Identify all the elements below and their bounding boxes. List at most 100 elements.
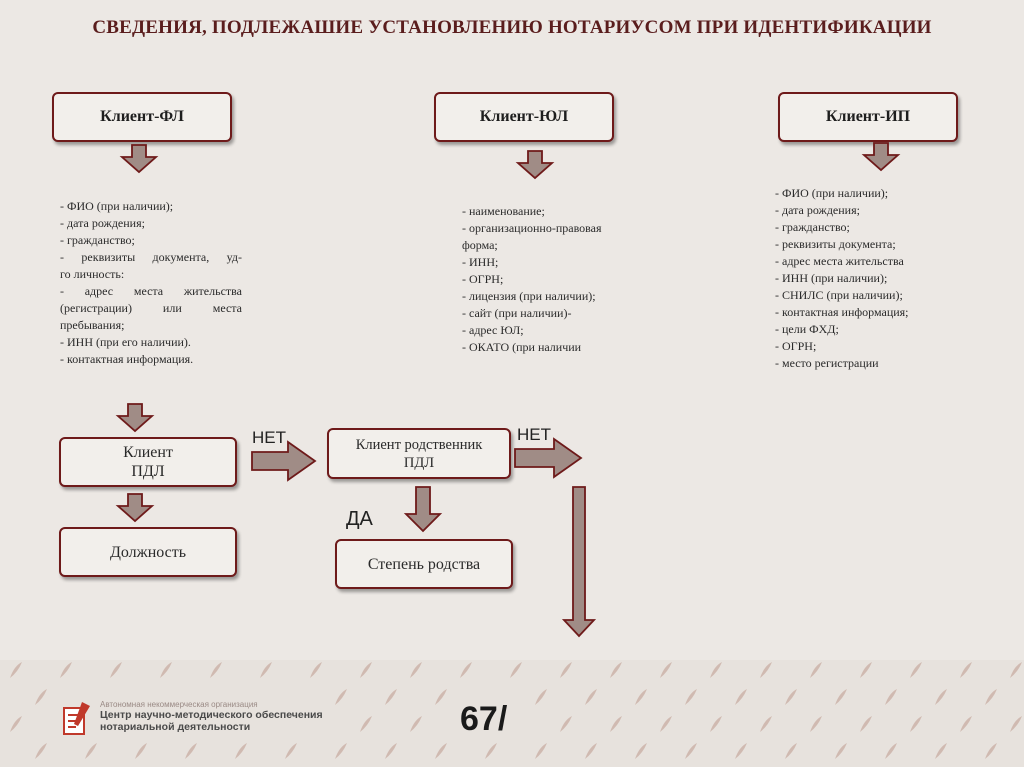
client-ip-label: Клиент-ИП: [825, 108, 911, 125]
feather-decor-icon: [535, 689, 547, 705]
position-box: Должность: [59, 527, 237, 577]
list-item: - наименование;: [462, 204, 545, 218]
relation-degree-box: Степень родства: [335, 539, 513, 589]
feather-decor-icon: [60, 662, 72, 678]
right-arrow-no-1: [251, 440, 317, 482]
client-ip-list: - ФИО (при наличии); - дата рождения; - …: [775, 185, 965, 372]
yes-label: ДА: [346, 508, 373, 530]
feather-decor-icon: [935, 689, 947, 705]
feather-decor-icon: [685, 743, 697, 759]
feather-decor-icon: [760, 716, 772, 732]
no-label-2: НЕТ: [517, 425, 551, 444]
client-fl-list: - ФИО (при наличии); - дата рождения; - …: [60, 198, 242, 368]
feather-decor-icon: [860, 716, 872, 732]
feather-decor-icon: [485, 743, 497, 759]
list-item: - дата рождения;: [60, 216, 145, 230]
no-label-1: НЕТ: [252, 428, 286, 447]
feather-decor-icon: [785, 743, 797, 759]
list-item: - СНИЛС (при наличии);: [775, 288, 903, 302]
feather-decor-icon: [35, 689, 47, 705]
client-ip-box: Клиент-ИП: [778, 92, 958, 142]
list-item: - адрес ЮЛ;: [462, 323, 524, 337]
feather-decor-icon: [560, 662, 572, 678]
feather-decor-icon: [660, 662, 672, 678]
feather-decor-icon: [935, 743, 947, 759]
feather-decor-icon: [735, 743, 747, 759]
down-arrow-to-position: [115, 493, 155, 523]
feather-decor-icon: [685, 689, 697, 705]
feather-decor-icon: [835, 743, 847, 759]
relative-pdl-line1: Клиент родственник: [355, 436, 483, 453]
list-item: - ОГРН;: [462, 272, 504, 286]
feather-decor-icon: [160, 662, 172, 678]
client-pdl-box: Клиент ПДЛ: [59, 437, 237, 487]
feather-decor-icon: [885, 689, 897, 705]
client-ul-label: Клиент-ЮЛ: [479, 108, 569, 125]
feather-decor-icon: [235, 743, 247, 759]
list-item: - адрес места жительства: [775, 254, 904, 268]
client-pdl-line2: ПДЛ: [131, 463, 165, 480]
feather-decor-icon: [310, 662, 322, 678]
feather-decor-icon: [210, 662, 222, 678]
feather-decor-icon: [35, 743, 47, 759]
right-arrow-no-2: [514, 437, 583, 479]
feather-decor-icon: [360, 716, 372, 732]
list-item: - ОГРН;: [775, 339, 817, 353]
feather-decor-icon: [860, 662, 872, 678]
list-item: - ФИО (при наличии);: [775, 186, 889, 200]
list-item: - лицензия (при наличии);: [462, 289, 596, 303]
feather-decor-icon: [10, 662, 22, 678]
feather-decor-icon: [635, 743, 647, 759]
list-item: - адрес места жительства: [60, 284, 242, 298]
feather-decor-icon: [560, 716, 572, 732]
relative-pdl-line2: ПДЛ: [403, 454, 435, 471]
feather-decor-icon: [810, 716, 822, 732]
list-item: - реквизиты документа, уд-: [60, 250, 242, 264]
feather-decor-icon: [885, 743, 897, 759]
feather-decor-icon: [435, 689, 447, 705]
relation-degree-label: Степень родства: [367, 555, 481, 573]
feather-decor-icon: [985, 689, 997, 705]
feather-decor-icon: [660, 716, 672, 732]
feather-decor-icon: [285, 743, 297, 759]
feather-decor-icon: [110, 662, 122, 678]
list-item: - гражданство;: [775, 220, 850, 234]
feather-decor-icon: [960, 662, 972, 678]
feather-decor-icon: [985, 743, 997, 759]
list-item: (регистрации) или места: [60, 301, 242, 315]
relative-pdl-box: Клиент родственник ПДЛ: [327, 428, 511, 479]
client-pdl-line1: Клиент: [123, 444, 173, 461]
list-item: пребывания;: [60, 318, 125, 332]
position-label: Должность: [109, 543, 187, 561]
list-item: - контактная информация;: [775, 305, 909, 319]
list-item: - контактная информация.: [60, 352, 194, 366]
list-item: - организационно-правовая: [462, 221, 602, 235]
logo-icon: [62, 700, 92, 736]
down-arrow-ul: [515, 150, 555, 180]
down-arrow-fl: [119, 144, 159, 174]
feather-decor-icon: [85, 743, 97, 759]
slide-title: СВЕДЕНИЯ, ПОДЛЕЖАШИЕ УСТАНОВЛЕНИЮ НОТАРИ…: [92, 17, 932, 38]
org-logo-text: Автономная некоммерческая организация Це…: [100, 700, 323, 733]
feather-decor-icon: [335, 689, 347, 705]
feather-decor-icon: [385, 743, 397, 759]
feather-decor-icon: [960, 716, 972, 732]
feather-decor-icon: [1010, 716, 1022, 732]
list-item: го личность:: [60, 267, 125, 281]
down-arrow-to-relation: [403, 486, 443, 533]
feather-decor-icon: [835, 689, 847, 705]
list-item: форма;: [462, 238, 498, 252]
feather-decor-icon: [785, 689, 797, 705]
list-item: - ИНН (при наличии);: [775, 271, 888, 285]
feather-decor-icon: [360, 662, 372, 678]
feather-decor-icon: [460, 662, 472, 678]
feather-decor-icon: [710, 716, 722, 732]
client-ul-box: Клиент-ЮЛ: [434, 92, 614, 142]
feather-decor-icon: [610, 662, 622, 678]
feather-decor-icon: [710, 662, 722, 678]
feather-decor-icon: [760, 662, 772, 678]
feather-decor-icon: [585, 689, 597, 705]
feather-decor-icon: [610, 716, 622, 732]
feather-decor-icon: [585, 743, 597, 759]
feather-decor-icon: [910, 662, 922, 678]
